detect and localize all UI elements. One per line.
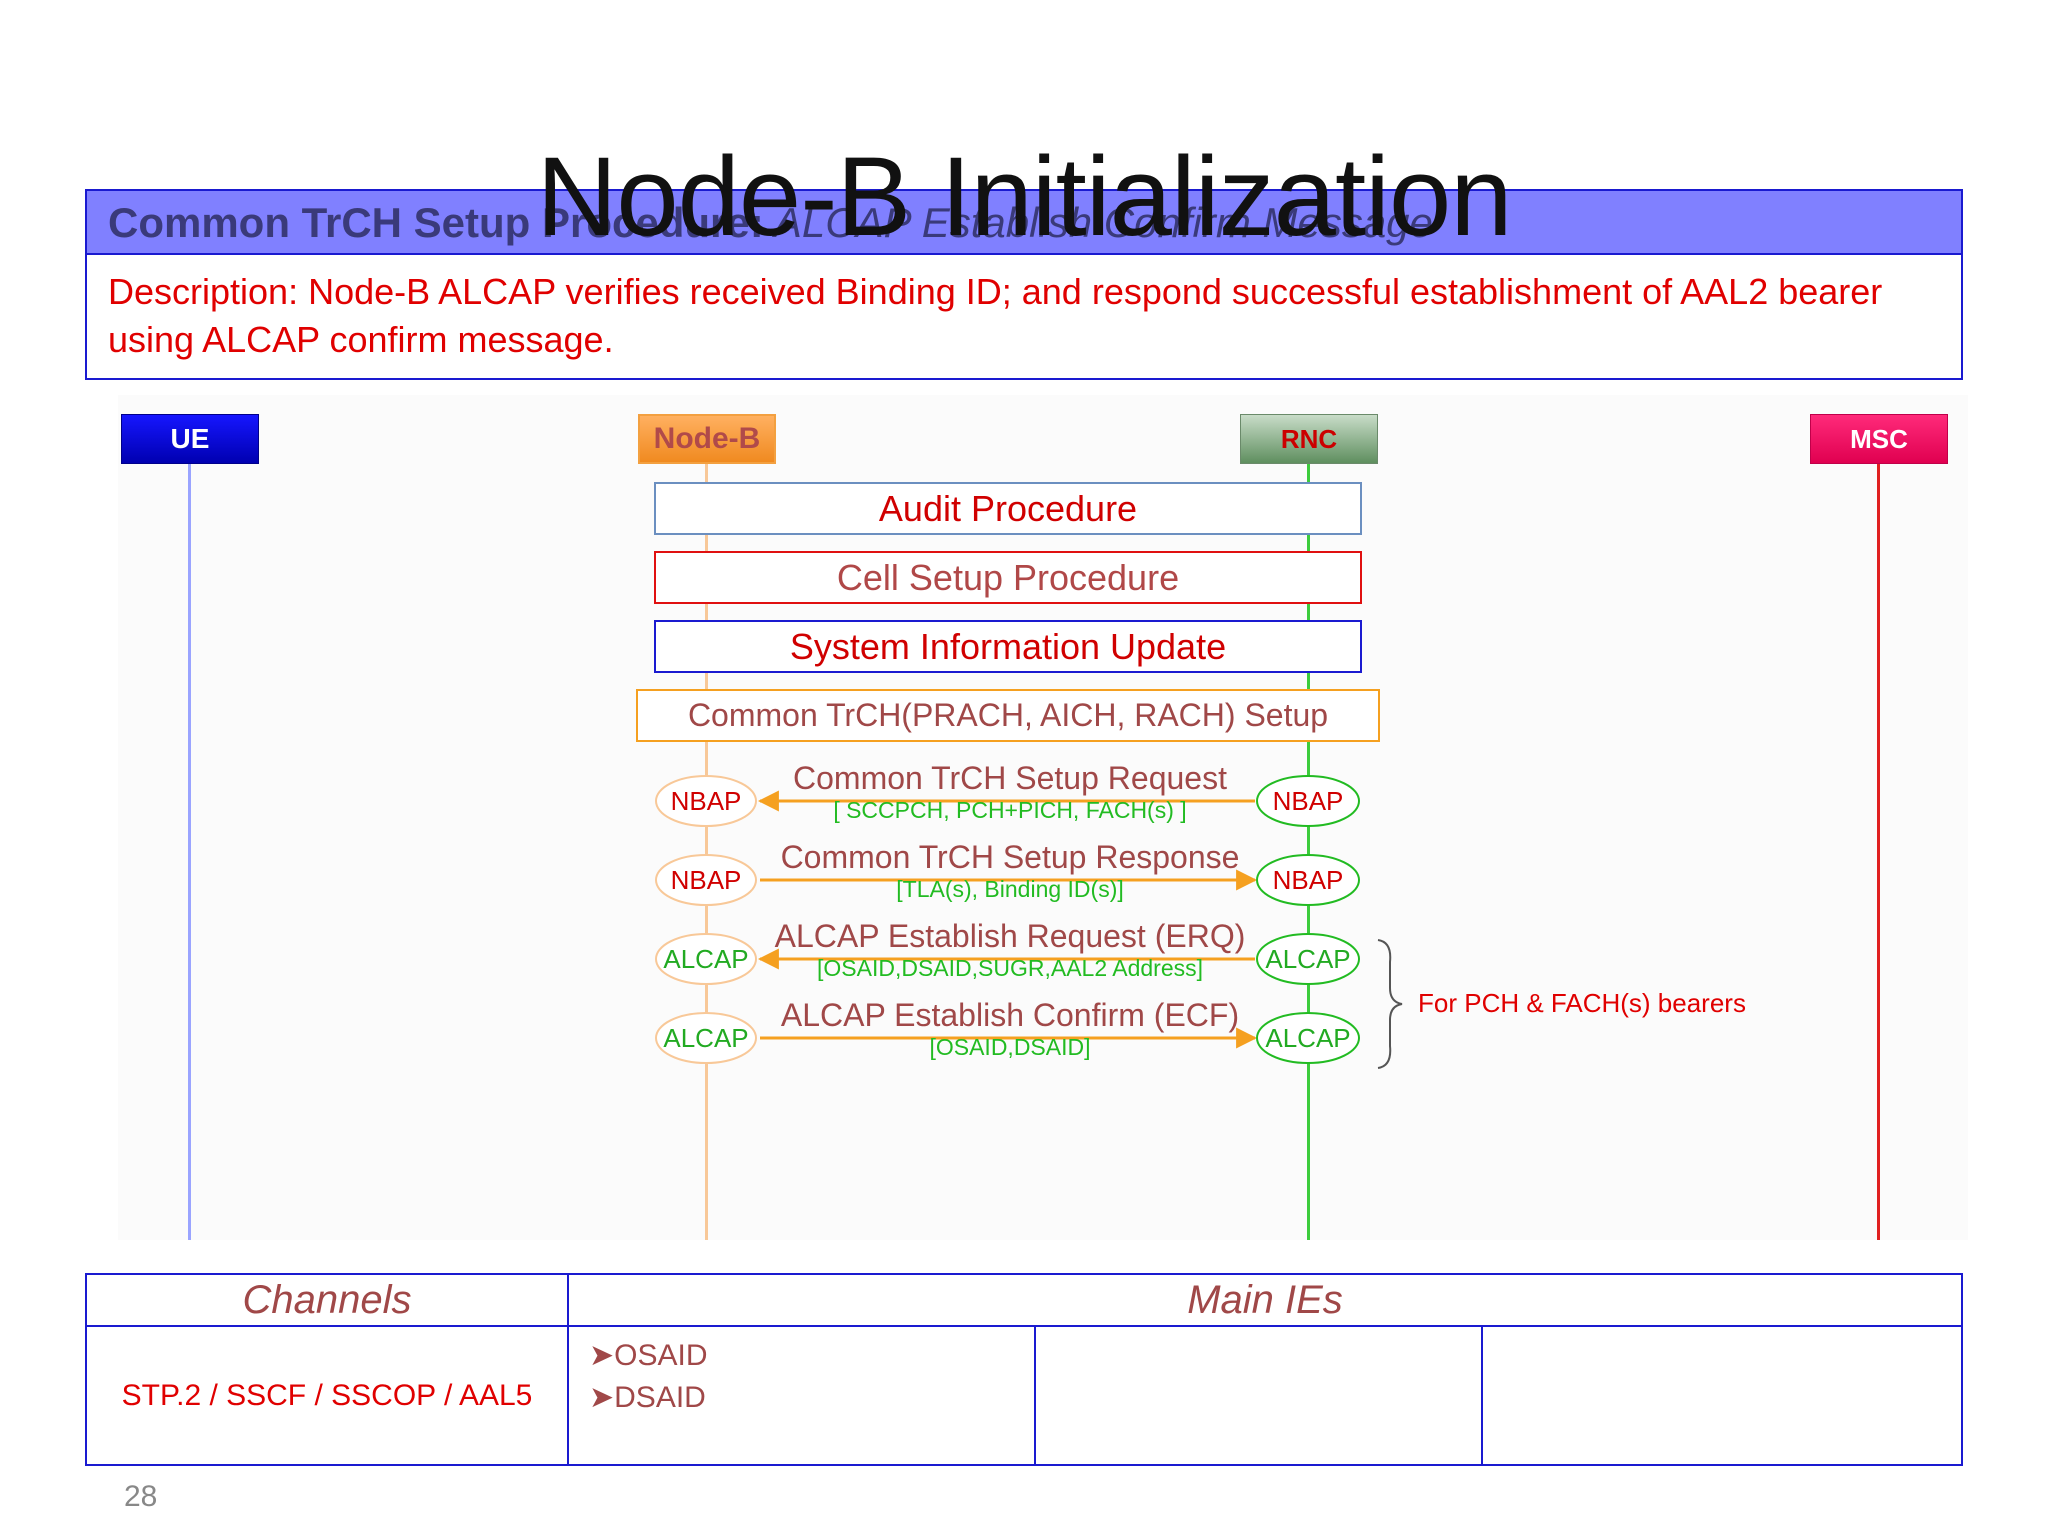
- page-number: 28: [124, 1480, 158, 1513]
- diagram-area: [118, 395, 1968, 1240]
- message-3-ies: [OSAID,DSAID,SUGR,AAL2 Address]: [816, 955, 1204, 981]
- table-cell-channels: STP.2 / SSCF / SSCOP / AAL5: [85, 1325, 569, 1466]
- oval-rnc-3: [1256, 933, 1360, 985]
- message-4-name: ALCAP Establish Confirm (ECF): [780, 997, 1240, 1033]
- oval-rnc-1: [1256, 775, 1360, 827]
- arrow-bullet-icon: ➤: [589, 1381, 615, 1414]
- message-1-ies: [ SCCPCH, PCH+PICH, FACH(s) ]: [833, 797, 1187, 823]
- message-2-name: Common TrCH Setup Response: [780, 839, 1240, 875]
- oval-rnc-4: [1256, 1012, 1360, 1064]
- lifeline-rnc: [1307, 464, 1310, 1240]
- table-cell-ies-2: [1034, 1325, 1483, 1466]
- header-message: ALCAP Establish Confirm Message: [763, 199, 1433, 246]
- message-2: Common TrCH Setup Response [TLA(s), Bind…: [760, 839, 1260, 903]
- ie-item: ➤OSAID: [589, 1335, 1034, 1377]
- oval-rnc-2: [1256, 854, 1360, 906]
- oval-label-nodeb-4: ALCAP: [663, 1023, 749, 1053]
- message-3-name: ALCAP Establish Request (ERQ): [774, 918, 1246, 954]
- oval-label-nodeb-3: ALCAP: [663, 944, 749, 974]
- oval-label-nodeb-1: NBAP: [670, 786, 742, 816]
- lifeline-msc: [1877, 464, 1880, 1240]
- message-3: ALCAP Establish Request (ERQ) [OSAID,DSA…: [760, 918, 1260, 982]
- procedure-audit: Audit Procedure: [654, 482, 1362, 535]
- message-1-name: Common TrCH Setup Request: [793, 760, 1227, 796]
- procedure-cell-setup: Cell Setup Procedure: [654, 551, 1362, 604]
- message-4: ALCAP Establish Confirm (ECF) [OSAID,DSA…: [760, 997, 1260, 1061]
- table-cell-ies-3: [1481, 1325, 1963, 1466]
- oval-label-nodeb-2: NBAP: [670, 865, 742, 895]
- procedure-common-trch: Common TrCH(PRACH, AICH, RACH) Setup: [636, 689, 1380, 742]
- entity-msc: MSC: [1810, 414, 1948, 464]
- message-4-ies: [OSAID,DSAID]: [929, 1034, 1091, 1060]
- entity-rnc: RNC: [1240, 414, 1378, 464]
- channels-table: Channels Main IEs STP.2 / SSCF / SSCOP /…: [85, 1273, 1963, 1466]
- oval-nodeb-1: [655, 775, 757, 827]
- curly-bracket: [1377, 939, 1403, 1069]
- ie-item-label: DSAID: [614, 1381, 706, 1414]
- header-procedure: Common TrCH Setup Procedure:: [108, 199, 764, 246]
- table-header-main-ies: Main IEs: [567, 1273, 1963, 1327]
- oval-nodeb-3: [655, 933, 757, 985]
- header-bar: [85, 189, 1963, 255]
- table-cell-ies-1: ➤OSAID ➤DSAID: [567, 1325, 1036, 1466]
- table-header-channels: Channels: [85, 1273, 569, 1327]
- description-text: Description: Node-B ALCAP verifies recei…: [108, 271, 1883, 360]
- oval-label-rnc-1: NBAP: [1272, 786, 1344, 816]
- oval-label-rnc-3: ALCAP: [1265, 944, 1351, 974]
- bracket-note: For PCH & FACH(s) bearers: [1418, 988, 1746, 1018]
- oval-nodeb-2: [655, 854, 757, 906]
- oval-label-rnc-4: ALCAP: [1265, 1023, 1351, 1053]
- oval-nodeb-4: [655, 1012, 757, 1064]
- ie-item: ➤DSAID: [589, 1377, 1034, 1419]
- lifeline-ue: [188, 464, 191, 1240]
- oval-label-rnc-2: NBAP: [1272, 865, 1344, 895]
- lifeline-nodeb: [705, 464, 708, 1240]
- entity-ue: UE: [121, 414, 259, 464]
- arrow-bullet-icon: ➤: [589, 1339, 615, 1372]
- page-title: Node-B Initialization: [536, 134, 1512, 259]
- entity-nodeb: Node-B: [638, 414, 776, 464]
- ie-item-label: OSAID: [614, 1339, 708, 1372]
- message-1: Common TrCH Setup Request [ SCCPCH, PCH+…: [760, 760, 1260, 824]
- header-text: Common TrCH Setup Procedure: ALCAP Estab…: [108, 196, 1433, 250]
- procedure-system-info: System Information Update: [654, 620, 1362, 673]
- message-2-ies: [TLA(s), Binding ID(s)]: [896, 876, 1124, 902]
- description-box: [85, 255, 1963, 380]
